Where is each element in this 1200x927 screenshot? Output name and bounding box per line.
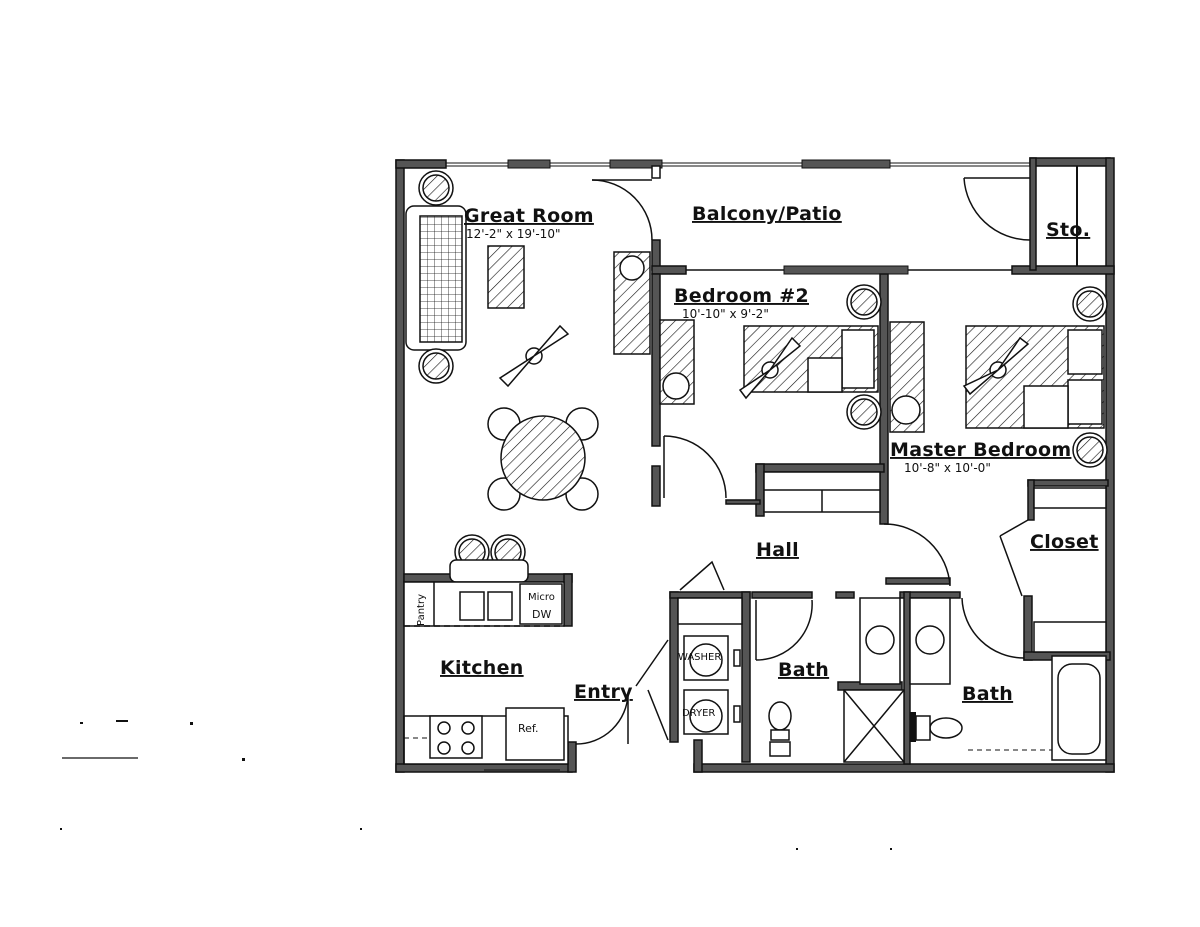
hall-label: Hall [756, 539, 799, 561]
master-furniture [889, 286, 1108, 653]
master-bedroom-dims: 10'-8" x 10'-0" [904, 461, 991, 475]
exterior-walls [395, 157, 1115, 773]
fixture-labels: Pantry Micro DW Ref. WASHER DRYER [416, 592, 721, 735]
great-room-label: Great Room [464, 205, 594, 227]
storage-label: Sto. [1046, 219, 1090, 241]
bath-fixtures [768, 597, 1107, 763]
bath2-label: Bath [962, 683, 1013, 705]
great-room-furniture [405, 170, 651, 511]
dryer-label: DRYER [682, 708, 715, 719]
master-bedroom-label: Master Bedroom [890, 439, 1071, 461]
laundry-fixtures [677, 597, 743, 735]
entry-label: Entry [574, 681, 633, 703]
ref-label: Ref. [518, 722, 539, 735]
balcony-area [591, 157, 1115, 275]
dw-label: DW [532, 608, 551, 621]
pantry-label: Pantry [416, 594, 427, 626]
balcony-label: Balcony/Patio [692, 203, 842, 225]
kitchen-fixtures [403, 534, 569, 765]
kitchen-label: Kitchen [440, 657, 524, 679]
bedroom2-dims: 10'-10" x 9'-2" [682, 307, 769, 321]
bedroom2-furniture [659, 284, 882, 513]
room-labels: Great Room 12'-2" x 19'-10" Balcony/Pati… [440, 203, 1099, 705]
micro-label: Micro [528, 592, 555, 603]
bedroom2-label: Bedroom #2 [674, 285, 809, 307]
door-swings [575, 435, 1029, 745]
washer-label: WASHER [678, 652, 721, 663]
great-room-dims: 12'-2" x 19'-10" [466, 227, 560, 241]
bath1-label: Bath [778, 659, 829, 681]
closet-label: Closet [1030, 531, 1099, 553]
scan-marks [60, 720, 892, 850]
